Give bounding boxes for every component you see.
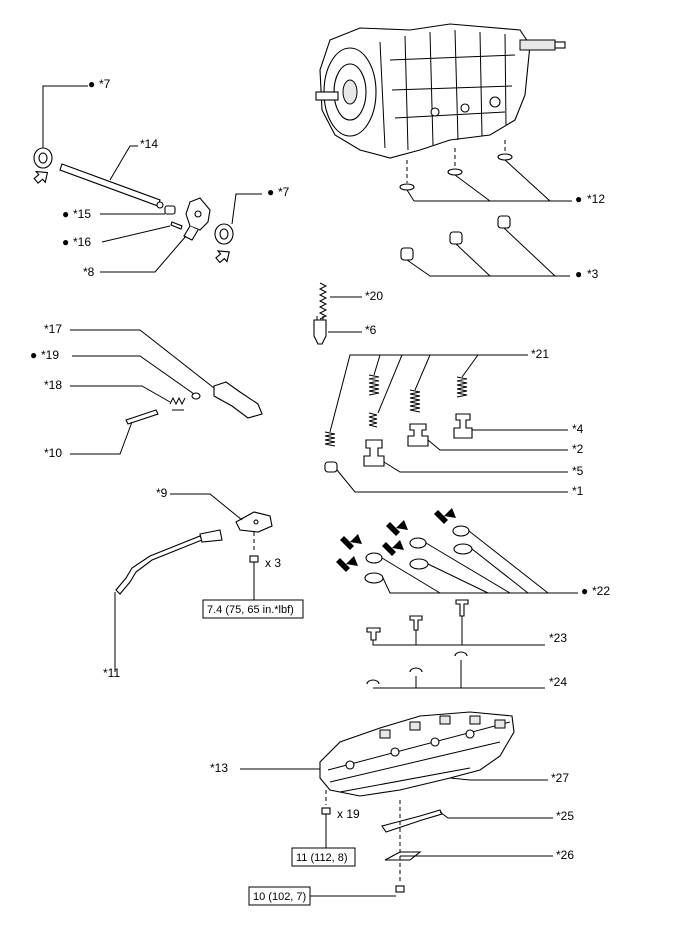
label-19: *19 — [41, 348, 59, 362]
bullet-16: ● — [62, 235, 69, 249]
spring-set-21 — [324, 354, 568, 493]
valve-body-assembly — [240, 711, 548, 797]
label-25: *25 — [556, 809, 574, 823]
bullet-12: ● — [575, 192, 582, 206]
bullet-19: ● — [30, 348, 37, 362]
label-1: *1 — [572, 484, 584, 498]
manual-valve-lever-group — [114, 493, 304, 672]
torque-manual: 7.4 (75, 65 in.*lbf) — [207, 604, 294, 616]
torque-box-manual — [202, 599, 304, 619]
label-2: *2 — [572, 442, 584, 456]
label-7-right: *7 — [278, 185, 290, 199]
torque-box-valve-body — [291, 847, 356, 867]
bullet-7-right: ● — [267, 185, 274, 199]
valve-body-fasteners — [248, 790, 553, 906]
bullet-7-upper: ● — [88, 77, 95, 91]
qty-valve-body-bolts: x 19 — [337, 807, 360, 821]
plug-set — [400, 215, 570, 277]
label-21: *21 — [531, 347, 549, 361]
label-4: *4 — [572, 422, 584, 436]
label-11: *11 — [103, 666, 120, 680]
label-22: *22 — [592, 584, 610, 598]
label-18: *18 — [44, 378, 62, 392]
label-7-upper: *7 — [99, 77, 111, 91]
torque-box-detent — [248, 886, 311, 906]
label-6: *6 — [365, 323, 377, 337]
transmission-assembly — [315, 23, 566, 159]
plug-clip-set — [366, 599, 545, 689]
qty-manual-bolts: x 3 — [265, 556, 281, 570]
label-5: *5 — [572, 464, 584, 478]
label-24: *24 — [549, 675, 567, 689]
spring-20 — [318, 282, 362, 320]
bullet-3: ● — [575, 267, 582, 281]
bullet-22: ● — [581, 584, 588, 598]
o-ring-set — [336, 508, 578, 594]
label-23: *23 — [549, 631, 567, 645]
gasket-set — [399, 140, 572, 202]
torque-detent: 10 (102, 7) — [253, 891, 306, 903]
valve-6 — [313, 316, 362, 345]
label-15: *15 — [73, 207, 91, 221]
label-27: *27 — [551, 771, 569, 785]
label-10: *10 — [44, 446, 62, 460]
bullet-15: ● — [62, 207, 69, 221]
label-13: *13 — [210, 761, 228, 775]
torque-valve-body: 11 (112, 8) — [296, 852, 348, 864]
label-3: *3 — [587, 267, 599, 281]
manual-shaft-group — [33, 85, 262, 273]
label-26: *26 — [556, 848, 574, 862]
label-14: *14 — [140, 137, 158, 151]
label-20: *20 — [365, 289, 383, 303]
label-8: *8 — [83, 265, 95, 279]
label-17: *17 — [44, 322, 62, 336]
label-9: *9 — [156, 486, 168, 500]
detent-spring-group — [70, 329, 263, 455]
label-12: *12 — [587, 192, 605, 206]
label-16: *16 — [73, 235, 91, 249]
